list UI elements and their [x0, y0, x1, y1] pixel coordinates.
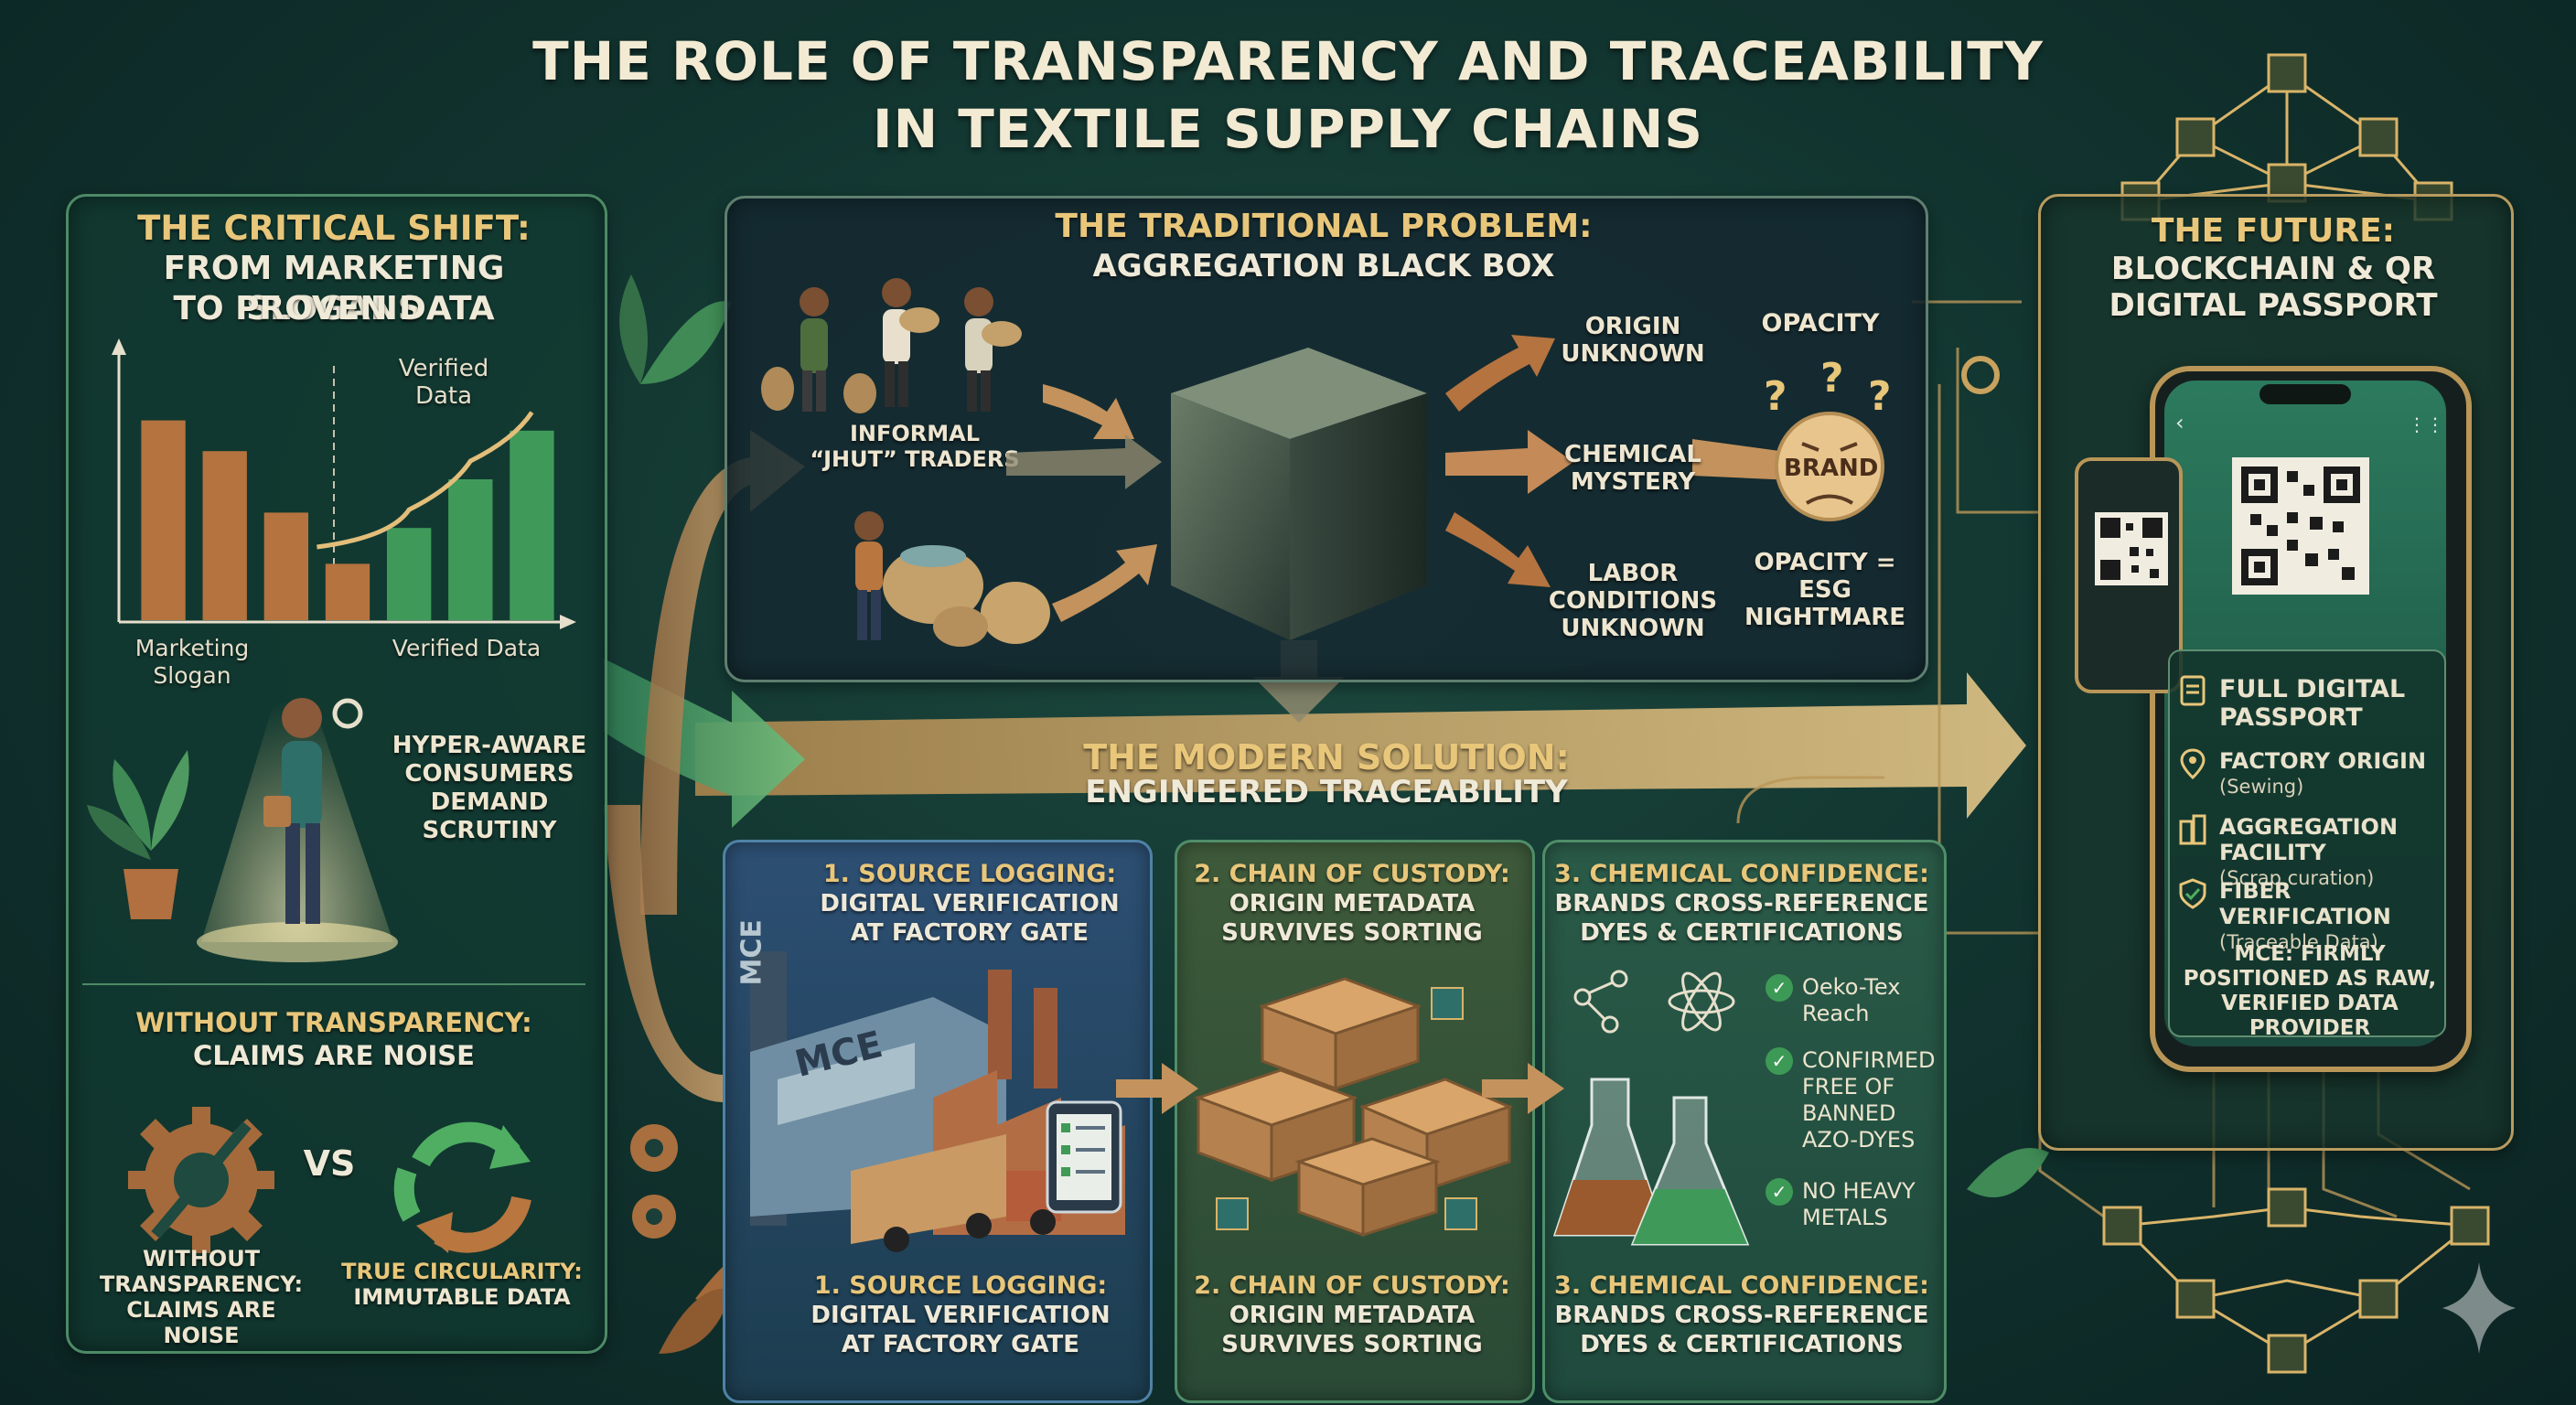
location-pin-icon: [2180, 748, 2206, 780]
step-card-chemical-confidence: [1542, 840, 1947, 1403]
chart-x-label-right: Verified Data: [392, 635, 542, 661]
without-heading-2: CLAIMS ARE NOISE: [193, 1040, 475, 1071]
opacity-label: OPACITY: [1761, 309, 1880, 338]
traders-illustration: [761, 278, 1022, 413]
page-title: THE ROLE OF TRANSPARENCY AND TRACEABILIT…: [532, 30, 2044, 160]
svg-text:?: ?: [1764, 373, 1787, 420]
labor-unknown-label: LABOR CONDITIONS UNKNOWN: [1548, 560, 1718, 642]
step-1-heading-bottom: 1. SOURCE LOGGING: DIGITAL VERIFICATION …: [810, 1271, 1111, 1358]
mce-side-label: MCE: [735, 919, 768, 986]
plant-icon: [87, 750, 189, 919]
check-azo-dyes: ✓ CONFIRMED FREE OF BANNED AZO-DYES: [1766, 1047, 1939, 1153]
phone-notch: [2259, 384, 2351, 404]
consumer-text: HYPER-AWARE CONSUMERS DEMAND SCRUTINY: [392, 732, 587, 844]
without-heading-1: WITHOUT TRANSPARENCY:: [135, 1007, 532, 1038]
black-box-cube: [1171, 348, 1427, 640]
mce-note: MCE: FIRMLY POSITIONED AS RAW, VERIFIED …: [2183, 942, 2437, 1040]
passport-card: [2168, 649, 2446, 1037]
chart-bar-4: [325, 563, 370, 620]
gear-icons-left: [630, 1124, 678, 1239]
check-icon: ✓: [1766, 974, 1793, 1002]
arrow-up-problem: [640, 430, 805, 915]
shift-heading-1: THE CRITICAL SHIFT:: [137, 209, 531, 248]
check-oeko-tex: ✓ Oeko-Tex Reach: [1766, 974, 1939, 1027]
grid-menu-icon[interactable]: ⋮⋮: [2408, 413, 2444, 435]
arrow-to-future: [695, 672, 2026, 819]
passport-row-factory[interactable]: FACTORY ORIGIN(Sewing): [2177, 748, 2442, 799]
document-icon: [2180, 675, 2206, 706]
shift-heading-3: TO PROVEN DATA: [173, 290, 495, 327]
broken-gear-icon: [128, 1107, 274, 1253]
svg-text:?: ?: [1820, 355, 1844, 402]
chart-bar-1: [141, 420, 186, 620]
sparkle-icon: [2442, 1262, 2516, 1354]
gear-icon-right: [1961, 356, 2000, 394]
vs-label: VS: [303, 1143, 356, 1184]
future-heading-1: THE FUTURE:: [2151, 212, 2396, 250]
qr-code-small-icon: [2095, 512, 2168, 585]
brand-label: BRAND: [1784, 455, 1879, 482]
blockchain-bottom-icon: [2102, 1187, 2490, 1374]
step-arrows: [1116, 1063, 1564, 1114]
arrow-green-left: [604, 659, 805, 828]
lab-flasks-illustration: [1552, 970, 1750, 1246]
chart-bar-6: [448, 479, 493, 620]
future-heading-2: BLOCKCHAIN & QR: [2110, 251, 2436, 287]
svg-text:?: ?: [1868, 373, 1892, 420]
problem-arrows: [1006, 335, 1830, 622]
passport-row-fiber[interactable]: FIBER VERIFICATION(Traceable Data): [2177, 878, 2442, 955]
left-caption: WITHOUT TRANSPARENCY: CLAIMS ARE NOISE: [99, 1246, 304, 1348]
building-icon: [2179, 814, 2206, 845]
shift-chart: [112, 338, 576, 629]
check-icon: ✓: [1766, 1047, 1793, 1075]
factory-illustration: [750, 951, 1125, 1252]
qr-code-large-icon: [2232, 457, 2369, 595]
passport-row-aggregation[interactable]: AGGREGATION FACILITY(Scrap curation): [2177, 814, 2442, 891]
step-2-heading-bottom: 2. CHAIN OF CUSTODY: ORIGIN METADATA SUR…: [1194, 1271, 1510, 1358]
chart-bar-3: [263, 512, 309, 620]
origin-unknown-label: ORIGIN UNKNOWN: [1561, 313, 1705, 368]
chart-bar-2: [202, 451, 247, 620]
magnifier-icon: [332, 698, 363, 729]
passport-title-row: FULL DIGITAL PASSPORT: [2177, 675, 2442, 732]
tablet-checklist-icon: [1046, 1100, 1122, 1214]
bags-illustration: [854, 511, 1050, 647]
future-heading-3: DIGITAL PASSPORT: [2109, 287, 2438, 324]
check-heavy-metals: ✓ NO HEAVY METALS: [1766, 1178, 1939, 1231]
problem-heading-1: THE TRADITIONAL PROBLEM:: [1055, 208, 1593, 245]
chart-x-label-left: Marketing Slogan: [134, 635, 250, 689]
traders-label: INFORMAL “JHUT” TRADERS: [810, 421, 1020, 472]
step-3-heading-top: 3. CHEMICAL CONFIDENCE: BRANDS CROSS-REF…: [1554, 860, 1929, 947]
back-chevron-icon[interactable]: ‹: [2175, 410, 2184, 435]
consumer-illustration: [197, 640, 398, 962]
solution-heading-2: ENGINEERED TRACEABILITY: [1085, 774, 1568, 810]
check-icon: ✓: [1766, 1178, 1793, 1206]
right-caption: TRUE CIRCULARITY: IMMUTABLE DATA: [341, 1259, 583, 1310]
chart-bar-7: [510, 430, 554, 620]
step-3-heading-bottom: 3. CHEMICAL CONFIDENCE: BRANDS CROSS-REF…: [1554, 1271, 1929, 1358]
circularity-icon: [393, 1121, 531, 1253]
bales-illustration: [1194, 977, 1514, 1238]
divider: [82, 983, 585, 985]
solution-heading-1: THE MODERN SOLUTION:: [1083, 737, 1570, 778]
shift-heading-2: FROM MARKETING SLOGANS: [163, 250, 505, 327]
problem-heading-2: AGGREGATION BLACK BOX: [1092, 248, 1555, 284]
opacity-esg-label: OPACITY = ESG NIGHTMARE: [1744, 549, 1906, 631]
step-2-heading-top: 2. CHAIN OF CUSTODY: ORIGIN METADATA SUR…: [1194, 860, 1510, 947]
brand-face-icon: ? ? ?: [1764, 355, 1892, 521]
chart-trend-line: [317, 411, 534, 550]
chart-bar-5: [386, 528, 432, 620]
shield-check-icon: [2179, 878, 2206, 909]
step-1-heading-top: 1. SOURCE LOGGING: DIGITAL VERIFICATION …: [820, 860, 1120, 947]
chemical-mystery-label: CHEMICAL MYSTERY: [1564, 441, 1701, 496]
chart-verified-label: Verified Data: [398, 355, 489, 410]
